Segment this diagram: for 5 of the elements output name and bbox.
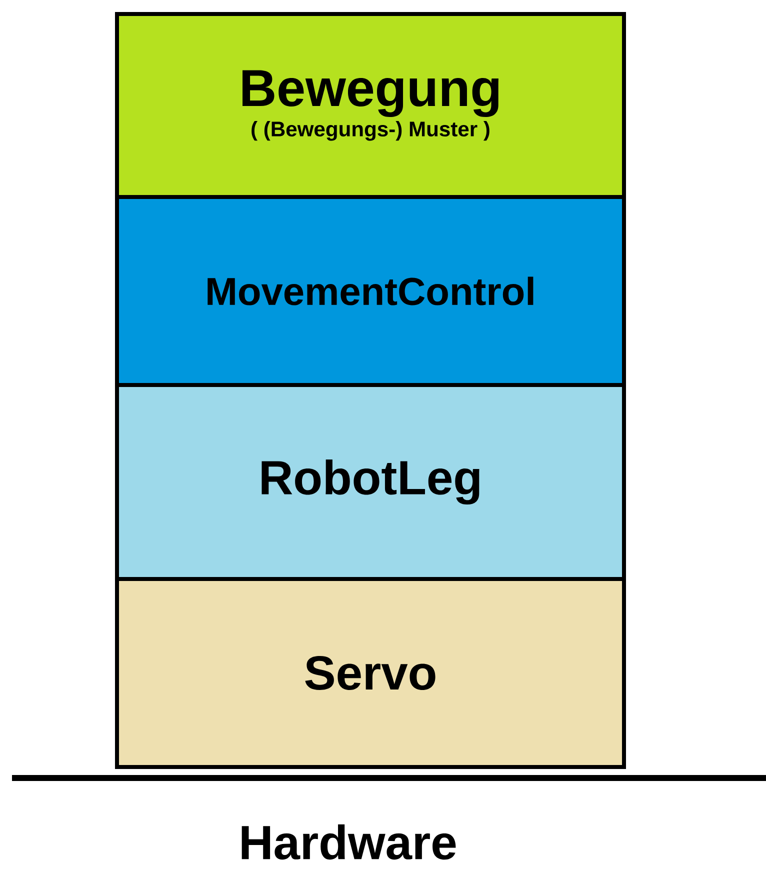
- layer-label: Hardware: [242, 824, 456, 860]
- layer-box: RobotLeg: [115, 383, 626, 581]
- layer-box: MovementControl: [115, 195, 626, 387]
- layer-box: Bewegung ( (Bewegungs-) Muster ): [115, 12, 626, 199]
- layer-box: Servo: [115, 577, 626, 769]
